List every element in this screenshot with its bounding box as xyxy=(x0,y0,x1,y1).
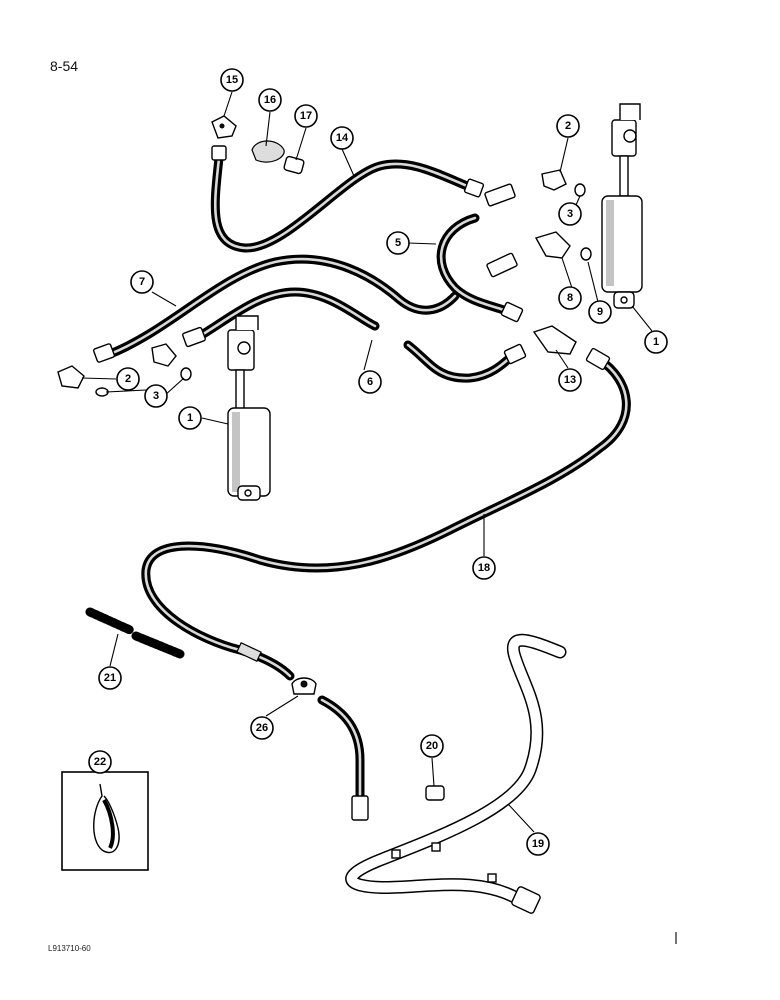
callout-22: 22 xyxy=(88,750,112,774)
svg-text:1: 1 xyxy=(187,412,193,424)
callout-7: 7 xyxy=(130,270,154,294)
svg-text:5: 5 xyxy=(395,237,401,249)
svg-text:15: 15 xyxy=(226,74,238,86)
callout-26: 26 xyxy=(250,716,274,740)
callout-6: 6 xyxy=(358,370,382,394)
callout-19: 19 xyxy=(526,832,550,856)
svg-text:6: 6 xyxy=(367,376,373,388)
callout-14: 14 xyxy=(330,126,354,150)
svg-text:1: 1 xyxy=(653,336,659,348)
svg-text:9: 9 xyxy=(597,306,603,318)
svg-text:3: 3 xyxy=(567,208,573,220)
svg-text:14: 14 xyxy=(336,132,349,144)
adapter-upper[interactable] xyxy=(484,183,516,207)
svg-text:19: 19 xyxy=(532,838,544,850)
hose-6[interactable] xyxy=(182,287,527,383)
elbow-2-left-b[interactable] xyxy=(151,343,177,367)
elbow-2-right[interactable] xyxy=(541,169,567,191)
callout-1-right: 1 xyxy=(644,330,668,354)
hose-14[interactable] xyxy=(210,145,485,253)
cap-20[interactable] xyxy=(425,785,445,801)
page-number: 8-54 xyxy=(50,58,79,74)
oring-3-right[interactable] xyxy=(574,183,586,197)
callout-9: 9 xyxy=(588,300,612,324)
fitting-15[interactable] xyxy=(211,115,237,139)
spring-guard-21[interactable] xyxy=(85,607,185,659)
svg-text:17: 17 xyxy=(300,110,312,122)
svg-text:26: 26 xyxy=(256,722,268,734)
callout-1-center: 1 xyxy=(178,406,202,430)
callout-21: 21 xyxy=(98,666,122,690)
cylinder-1-right[interactable] xyxy=(601,103,643,309)
svg-text:18: 18 xyxy=(478,562,490,574)
strap-inset-22 xyxy=(61,771,149,871)
callout-2-left: 2 xyxy=(116,367,140,391)
svg-text:2: 2 xyxy=(565,120,571,132)
callout-17: 17 xyxy=(294,104,318,128)
part-17[interactable] xyxy=(283,155,305,175)
svg-text:2: 2 xyxy=(125,373,131,385)
part-16[interactable] xyxy=(251,140,285,163)
callout-3-left: 3 xyxy=(144,384,168,408)
clip-26[interactable] xyxy=(291,677,317,695)
svg-text:7: 7 xyxy=(139,276,145,288)
svg-text:13: 13 xyxy=(564,374,576,386)
oring-3-left-b[interactable] xyxy=(180,367,192,381)
tee-8[interactable] xyxy=(534,231,571,259)
elbow-2-left-a[interactable] xyxy=(57,365,85,389)
callout-2-right: 2 xyxy=(556,114,580,138)
svg-text:8: 8 xyxy=(567,292,573,304)
callout-5: 5 xyxy=(386,231,410,255)
oring-9[interactable] xyxy=(580,247,592,261)
callout-16: 16 xyxy=(258,88,282,112)
figure-code: L913710-60 xyxy=(48,944,91,953)
adapter-lower[interactable] xyxy=(486,252,518,278)
hose-5[interactable] xyxy=(436,213,524,323)
callout-15: 15 xyxy=(220,68,244,92)
svg-text:20: 20 xyxy=(426,740,438,752)
callout-13: 13 xyxy=(558,368,582,392)
svg-text:16: 16 xyxy=(264,94,276,106)
svg-text:22: 22 xyxy=(94,756,106,768)
tube-19[interactable] xyxy=(345,633,567,914)
svg-text:21: 21 xyxy=(104,672,116,684)
cylinder-1-center[interactable] xyxy=(227,315,271,501)
hose-7[interactable] xyxy=(93,254,460,363)
hose-18[interactable] xyxy=(141,347,631,821)
tee-13[interactable] xyxy=(532,325,577,355)
callout-3-right: 3 xyxy=(558,202,582,226)
callout-18: 18 xyxy=(472,556,496,580)
callout-20: 20 xyxy=(420,734,444,758)
svg-text:3: 3 xyxy=(153,390,159,402)
callout-8: 8 xyxy=(558,286,582,310)
